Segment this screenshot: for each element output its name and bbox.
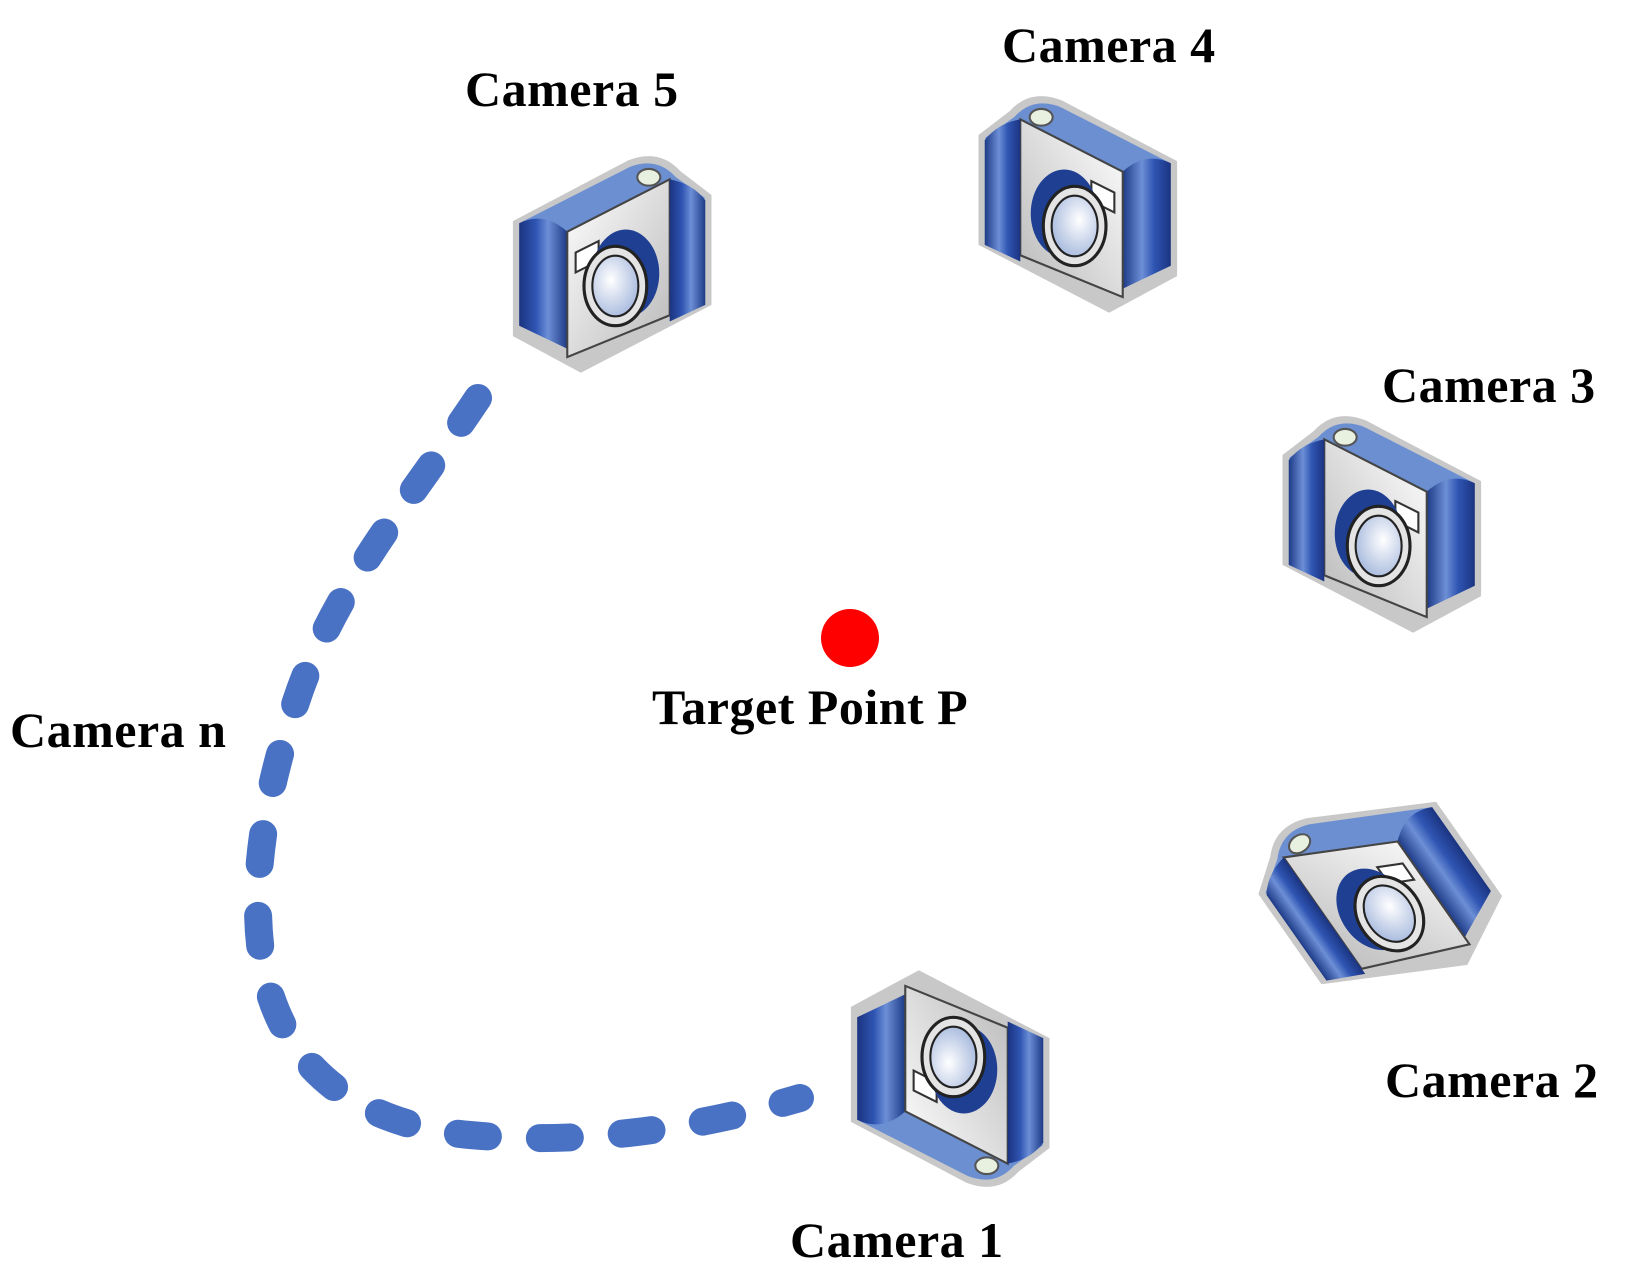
camera-5-icon: [492, 148, 722, 378]
target-point-dot: [821, 609, 879, 667]
dashed-path-line: [243, 384, 814, 1153]
camera-3-label: Camera 3: [1382, 357, 1596, 413]
camera-1-icon: [830, 965, 1060, 1195]
camera-5-label: Camera 5: [465, 61, 679, 117]
camera-4-icon: [968, 88, 1198, 318]
camera-2-label: Camera 2: [1385, 1052, 1599, 1108]
target-point-label: Target Point P: [652, 679, 969, 735]
camera-3-icon: [1272, 408, 1502, 638]
camera-n-label: Camera n: [10, 702, 227, 758]
camera-1-label: Camera 1: [790, 1212, 1004, 1268]
camera-4-label: Camera 4: [1002, 17, 1216, 73]
